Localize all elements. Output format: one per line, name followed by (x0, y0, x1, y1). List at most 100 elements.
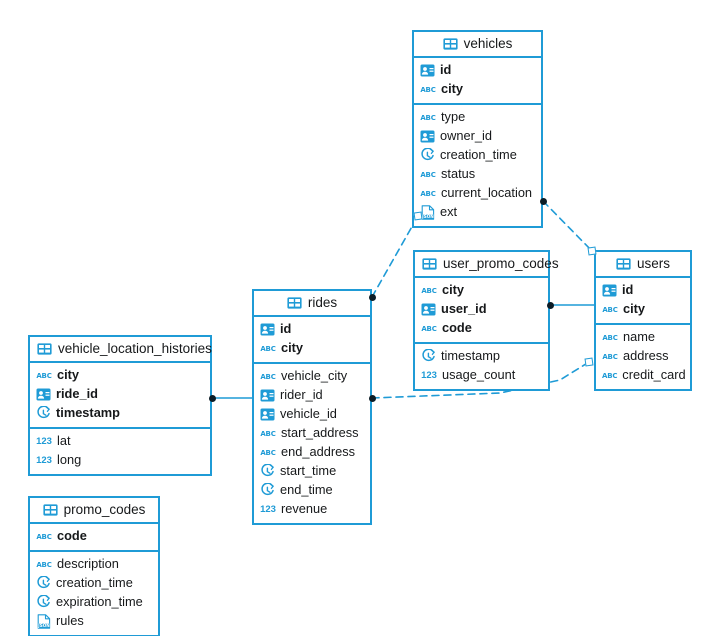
table-header[interactable]: vehicle_location_histories (30, 337, 212, 363)
table-header[interactable]: promo_codes (30, 498, 158, 524)
column-name: name (623, 329, 656, 345)
abc-icon: ABC (420, 85, 436, 94)
column-row[interactable]: ABC city (596, 300, 690, 319)
abc-icon: ABC (602, 371, 618, 380)
column-name: creation_time (56, 575, 133, 591)
column-row[interactable]: user_id (415, 300, 548, 319)
column-row[interactable]: start_time (254, 462, 370, 481)
edge-marker-one-rides-to-users (584, 357, 594, 367)
column-row[interactable]: id (596, 281, 690, 300)
clock-icon (260, 483, 275, 498)
id-card-icon (420, 63, 435, 78)
column-row[interactable]: timestamp (30, 404, 210, 423)
abc-icon: ABC (420, 189, 436, 198)
column-name: city (281, 340, 304, 356)
column-name: address (623, 348, 669, 364)
column-row[interactable]: ABC city (414, 80, 541, 99)
column-name: ext (440, 204, 458, 220)
id-card-icon (421, 302, 436, 317)
table-title: users (636, 256, 670, 272)
column-name: lat (57, 433, 71, 449)
clock-icon (421, 349, 436, 364)
edge-marker-many-user-promo-codes-to-users (546, 301, 554, 309)
clock-icon (36, 576, 51, 591)
column-row[interactable]: end_time (254, 481, 370, 500)
edge-marker-many-vehicle-location-histories-to-rides (208, 394, 216, 402)
abc-icon: ABC (260, 429, 276, 438)
column-row[interactable]: timestamp (415, 347, 548, 366)
abc-icon: ABC (602, 305, 618, 314)
table-grid-icon (422, 257, 437, 272)
edge-vehicles-to-users (542, 200, 593, 252)
column-name: status (441, 166, 476, 182)
column-row[interactable]: ABC address (596, 347, 690, 366)
column-name: creation_time (440, 147, 517, 163)
column-row[interactable]: owner_id (414, 127, 541, 146)
column-row[interactable]: expiration_time (30, 593, 158, 612)
column-name: rider_id (280, 387, 323, 403)
table-title: vehicles (463, 36, 513, 52)
abc-icon: ABC (602, 352, 618, 361)
svg-text:JSON: JSON (37, 623, 50, 628)
column-name: city (623, 301, 646, 317)
column-row[interactable]: JSON rules (30, 612, 158, 631)
table-header[interactable]: user_promo_codes (415, 252, 559, 278)
column-row[interactable]: ride_id (30, 385, 210, 404)
123-icon: 123 (36, 436, 52, 447)
column-row[interactable]: creation_time (414, 146, 541, 165)
column-row[interactable]: vehicle_id (254, 405, 370, 424)
column-row[interactable]: 123 lat (30, 432, 210, 451)
column-row[interactable]: creation_time (30, 574, 158, 593)
column-row[interactable]: rider_id (254, 386, 370, 405)
table-header[interactable]: vehicles (414, 32, 541, 58)
123-icon: 123 (421, 370, 437, 381)
table-title: promo_codes (63, 502, 146, 518)
column-name: description (57, 556, 119, 572)
table-header[interactable]: rides (254, 291, 370, 317)
column-name: id (280, 321, 292, 337)
column-name: rules (56, 613, 84, 629)
column-row[interactable]: id (254, 320, 370, 339)
table-header[interactable]: users (596, 252, 690, 278)
column-row[interactable]: id (414, 61, 541, 80)
edge-marker-many-rides-to-users (368, 394, 376, 402)
column-name: user_id (441, 301, 487, 317)
clock-icon (36, 595, 51, 610)
id-card-icon (36, 387, 51, 402)
column-name: vehicle_city (281, 368, 348, 384)
column-name: city (441, 81, 464, 97)
column-name: owner_id (440, 128, 492, 144)
edge-marker-one-rides-to-vehicles (413, 211, 423, 221)
